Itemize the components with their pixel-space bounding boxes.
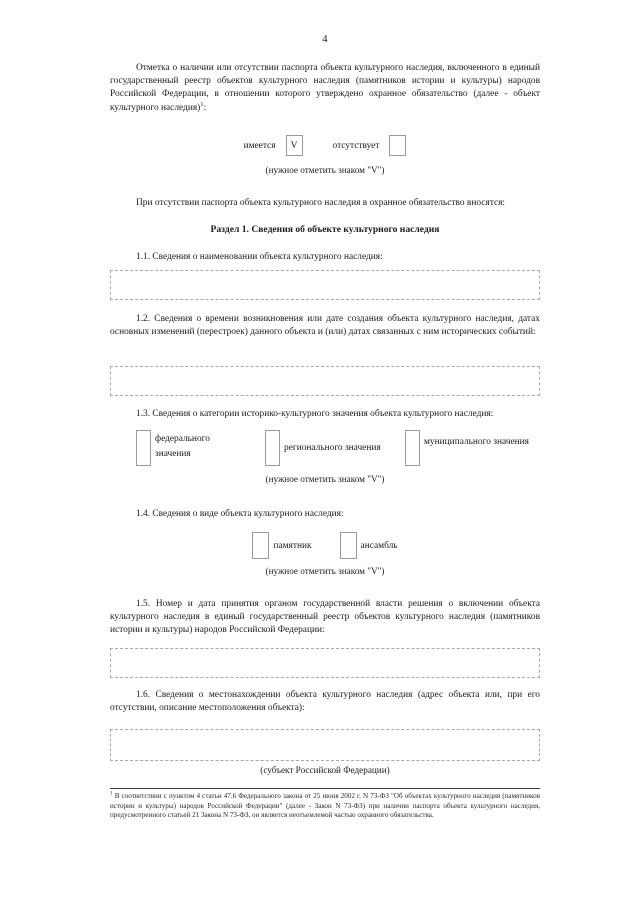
intro-paragraph-text: Отметка о наличии или отсутствии паспорт… — [110, 63, 540, 113]
intro-paragraph-block: Отметка о наличии или отсутствии паспорт… — [110, 62, 540, 115]
field-1-5-decision-number-date[interactable] — [110, 648, 540, 678]
item-1-2-block: 1.2. Сведения о времени возникновения ил… — [110, 313, 540, 339]
intro-paragraph: Отметка о наличии или отсутствии паспорт… — [110, 62, 540, 115]
intro-paragraph-tail: : — [203, 102, 207, 113]
label-regional-significance: регионального значения — [284, 443, 381, 453]
checkbox-passport-present[interactable]: V — [285, 135, 303, 156]
label-federal-significance-line1: федерального — [155, 434, 210, 444]
item-1-3-label: 1.3. Сведения о категории историко-культ… — [136, 409, 494, 419]
footnote-marker: 1 — [110, 790, 113, 797]
checkbox-type-ensemble[interactable] — [339, 532, 357, 559]
checkbox-federal-significance[interactable] — [136, 430, 151, 466]
checkbox-passport-absent[interactable] — [389, 135, 407, 156]
item-1-3-hint: (нужное отметить знаком "V") — [265, 474, 385, 484]
presence-check-row: имеется V отсутствует — [110, 135, 540, 156]
transition-paragraph: При отсутствии паспорта объекта культурн… — [136, 198, 506, 208]
presence-absent-label: отсутствует — [332, 140, 380, 151]
label-type-ensemble: ансамбль — [360, 540, 398, 551]
item-1-6-label: 1.6. Сведения о местонахождении объекта … — [110, 690, 540, 714]
section-heading-block: Раздел 1. Сведения об объекте культурног… — [110, 224, 540, 235]
field-1-2-origin-date[interactable] — [110, 366, 540, 396]
footnote-text: 1 В соответствии с пунктом 4 статьи 47.6… — [110, 790, 540, 821]
checkbox-municipal-significance[interactable] — [405, 430, 420, 466]
item-1-5-label: 1.5. Номер и дата принятия органом госуд… — [110, 599, 540, 636]
item-1-2-label: 1.2. Сведения о времени возникновения ил… — [110, 314, 540, 338]
footnote-reference-marker: 1 — [200, 100, 204, 108]
item-1-4-hint-block: (нужное отметить знаком "V") — [110, 566, 540, 576]
page-number: 4 — [322, 34, 328, 45]
item-1-4-label: 1.4. Сведения о виде объекта культурного… — [136, 509, 344, 519]
item-1-3-hint-block: (нужное отметить знаком "V") — [110, 474, 540, 484]
section-heading: Раздел 1. Сведения об объекте культурног… — [210, 224, 440, 235]
item-1-6-block: 1.6. Сведения о местонахождении объекта … — [110, 689, 540, 715]
item-1-1-block: 1.1. Сведения о наименовании объекта кул… — [110, 251, 540, 264]
footnote-block: 1 В соответствии с пунктом 4 статьи 47.6… — [110, 790, 540, 821]
item-1-4-hint: (нужное отметить знаком "V") — [265, 566, 385, 576]
presence-check-group: имеется V отсутствует (нужное отметить з… — [110, 135, 540, 175]
label-type-monument: памятник — [273, 540, 312, 551]
field-1-1-name[interactable] — [110, 270, 540, 300]
label-federal-significance-line2: значения — [155, 449, 191, 459]
footnote-separator — [110, 788, 540, 789]
item-1-4-block: 1.4. Сведения о виде объекта культурного… — [110, 508, 540, 521]
label-municipal-significance: муниципального значения — [424, 437, 529, 447]
presence-present-label: имеется — [243, 140, 276, 151]
presence-check-hint: (нужное отметить знаком "V") — [265, 165, 385, 175]
item-1-6-caption-block: (субъект Российской Федерации) — [110, 765, 540, 775]
footnote-body: В соответствии с пунктом 4 статьи 47.6 Ф… — [110, 792, 540, 820]
item-1-3-options: федерального значения регионального знач… — [110, 430, 540, 470]
item-1-1-label: 1.1. Сведения о наименовании объекта кул… — [136, 252, 383, 262]
item-1-4-option-row: памятник ансамбль — [110, 532, 540, 559]
checkbox-type-monument[interactable] — [252, 532, 270, 559]
item-1-5-block: 1.5. Номер и дата принятия органом госуд… — [110, 598, 540, 638]
checkbox-regional-significance[interactable] — [265, 430, 280, 466]
item-1-6-caption: (субъект Российской Федерации) — [260, 765, 390, 775]
field-1-6-location[interactable] — [110, 729, 540, 761]
item-1-3-block: 1.3. Сведения о категории историко-культ… — [110, 408, 540, 421]
transition-paragraph-block: При отсутствии паспорта объекта культурн… — [110, 197, 540, 210]
item-1-4-options: памятник ансамбль — [110, 532, 540, 559]
